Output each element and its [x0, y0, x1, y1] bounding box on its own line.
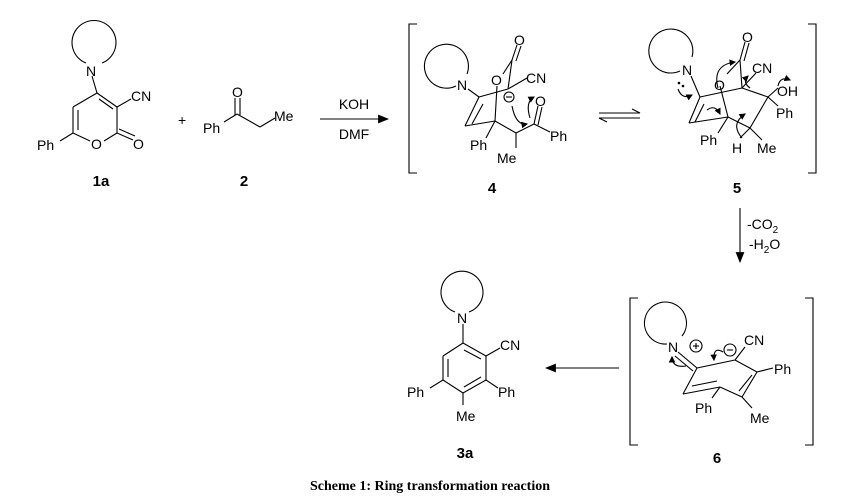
reagent-koh: KOH [339, 96, 369, 112]
compound-label-1a: 1a [93, 173, 110, 190]
amine-ring [440, 270, 484, 313]
atom-ph: Ph [37, 137, 54, 153]
atom-oh: OH [777, 83, 798, 99]
bracket-right [808, 23, 817, 174]
atom-cn: CN [752, 60, 772, 76]
atom-o-carbonyl: O [514, 32, 525, 48]
compound-6: N CN Ph Ph Me 6 [643, 301, 791, 467]
compound-3a: N CN Ph Ph Me 3a [407, 270, 520, 462]
atom-o-carbonyl: O [742, 29, 753, 45]
atom-ph: Ph [774, 361, 791, 377]
electron-arrow [527, 96, 535, 119]
solvent-dmf: DMF [339, 126, 369, 142]
positive-charge [689, 339, 703, 353]
atom-o-ring: O [491, 72, 502, 88]
compound-label-6: 6 [713, 450, 721, 467]
amine-ring [643, 301, 687, 345]
atom-ph: Ph [700, 132, 717, 148]
atom-cn: CN [131, 88, 151, 104]
atom-n: N [457, 310, 467, 326]
equilibrium-arrow [598, 108, 641, 123]
atom-n: N [457, 77, 467, 93]
atom-cn: CN [744, 332, 764, 348]
compound-label-2: 2 [240, 173, 248, 190]
atom-me: Me [757, 140, 777, 156]
atom-ph: Ph [550, 128, 567, 144]
negative-charge [503, 91, 515, 103]
bracket-left [629, 297, 638, 446]
atom-ph: Ph [776, 105, 793, 121]
atom-cn: CN [526, 70, 546, 86]
elimination-co2: -CO2 [747, 216, 779, 236]
compound-label-4: 4 [488, 180, 497, 197]
bracket-left [408, 23, 417, 174]
atom-ph: Ph [470, 137, 487, 153]
atom-h: H [732, 140, 742, 156]
amine-ring [71, 19, 117, 64]
atom-o-ring: O [714, 77, 725, 93]
amine-ring [648, 28, 694, 74]
atom-ph: Ph [498, 384, 515, 400]
atom-cn: CN [500, 337, 520, 353]
atom-o-ring: O [91, 136, 102, 152]
atom-o: O [232, 84, 243, 100]
atom-o-ketone: O [535, 93, 546, 109]
atom-me: Me [456, 408, 476, 424]
amine-ring [423, 43, 469, 89]
atom-n: N [86, 63, 96, 79]
atom-ph: Ph [203, 120, 220, 136]
atom-n: N [682, 62, 692, 78]
electron-arrow [511, 105, 529, 129]
negative-charge [723, 343, 737, 357]
atom-me: Me [274, 108, 294, 124]
plus-sign: + [178, 112, 186, 128]
compound-4: N O O CN O Ph Ph Me 4 [423, 32, 567, 197]
compound-2: O Ph Me 2 [203, 84, 294, 190]
elimination-h2o: -H2O [749, 236, 780, 256]
atom-n: N [668, 339, 678, 355]
atom-ph: Ph [407, 384, 424, 400]
compound-label-5: 5 [733, 180, 741, 197]
compound-1a: N CN O O Ph 1a [37, 19, 151, 190]
atom-me: Me [750, 410, 770, 426]
atom-o-carbonyl: O [133, 136, 144, 152]
atom-ph: Ph [695, 400, 712, 416]
atom-me: Me [497, 150, 517, 166]
compound-5: N O O CN OH Ph Ph H Me 5 [648, 28, 798, 197]
bracket-right [805, 297, 814, 446]
scheme-caption: Scheme 1: Ring transformation reaction [310, 479, 550, 494]
compound-label-3a: 3a [457, 445, 474, 462]
